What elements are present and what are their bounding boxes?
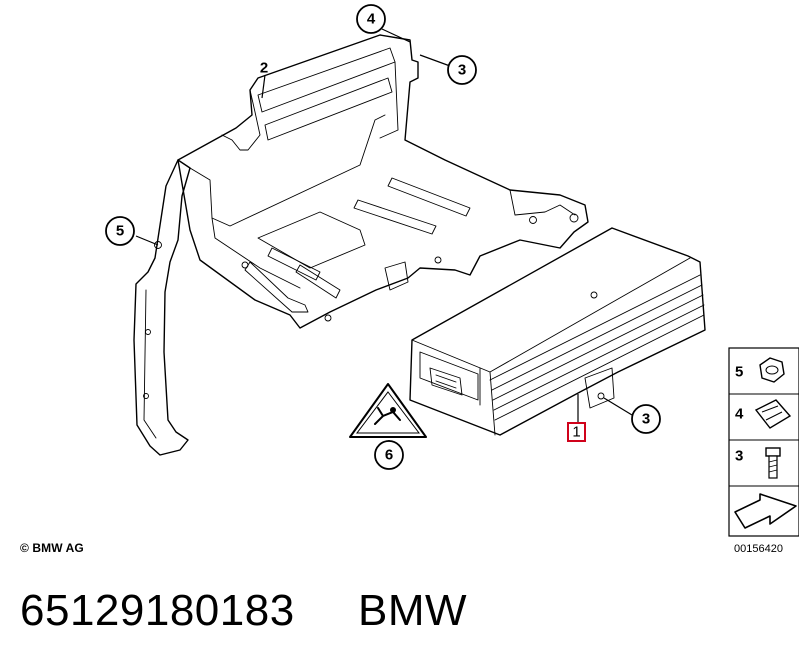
brand-name: BMW: [358, 586, 468, 635]
callout-label: 1: [572, 424, 580, 441]
part-number: 65129180183: [20, 586, 295, 635]
callout-label: 2: [260, 60, 268, 77]
callout-3-top: 3: [447, 55, 477, 85]
callout-5: 5: [105, 216, 135, 246]
callout-label: 3: [458, 62, 466, 79]
legend-nut-label: 5: [735, 364, 743, 381]
warning-label-symbol: [349, 383, 427, 438]
nut-icon: [759, 357, 785, 383]
callout-label: 6: [385, 447, 393, 464]
bolt-icon: [765, 447, 781, 479]
callout-label: 4: [367, 11, 376, 28]
legend-box: 5 4 3: [728, 347, 799, 537]
drawing-number: 00156420: [734, 543, 783, 555]
mounting-bracket: [133, 34, 589, 456]
arrow-icon: [734, 493, 797, 529]
clip-icon: [754, 399, 792, 429]
leader-lines: [135, 28, 633, 441]
copyright-text: © BMW AG: [20, 541, 84, 555]
legend-clip-label: 4: [735, 406, 744, 423]
highlight-box: [567, 422, 586, 442]
legend-bolt-label: 3: [735, 448, 743, 465]
amplifier-unit: [409, 227, 706, 436]
callout-3-right: 3: [631, 404, 661, 434]
callout-6: 6: [374, 440, 404, 470]
callout-4: 4: [356, 4, 386, 34]
callout-1-highlighted[interactable]: 1: [567, 422, 586, 442]
callout-2: 2: [260, 60, 268, 77]
callout-label: 3: [642, 411, 650, 428]
callout-label: 5: [116, 223, 124, 240]
